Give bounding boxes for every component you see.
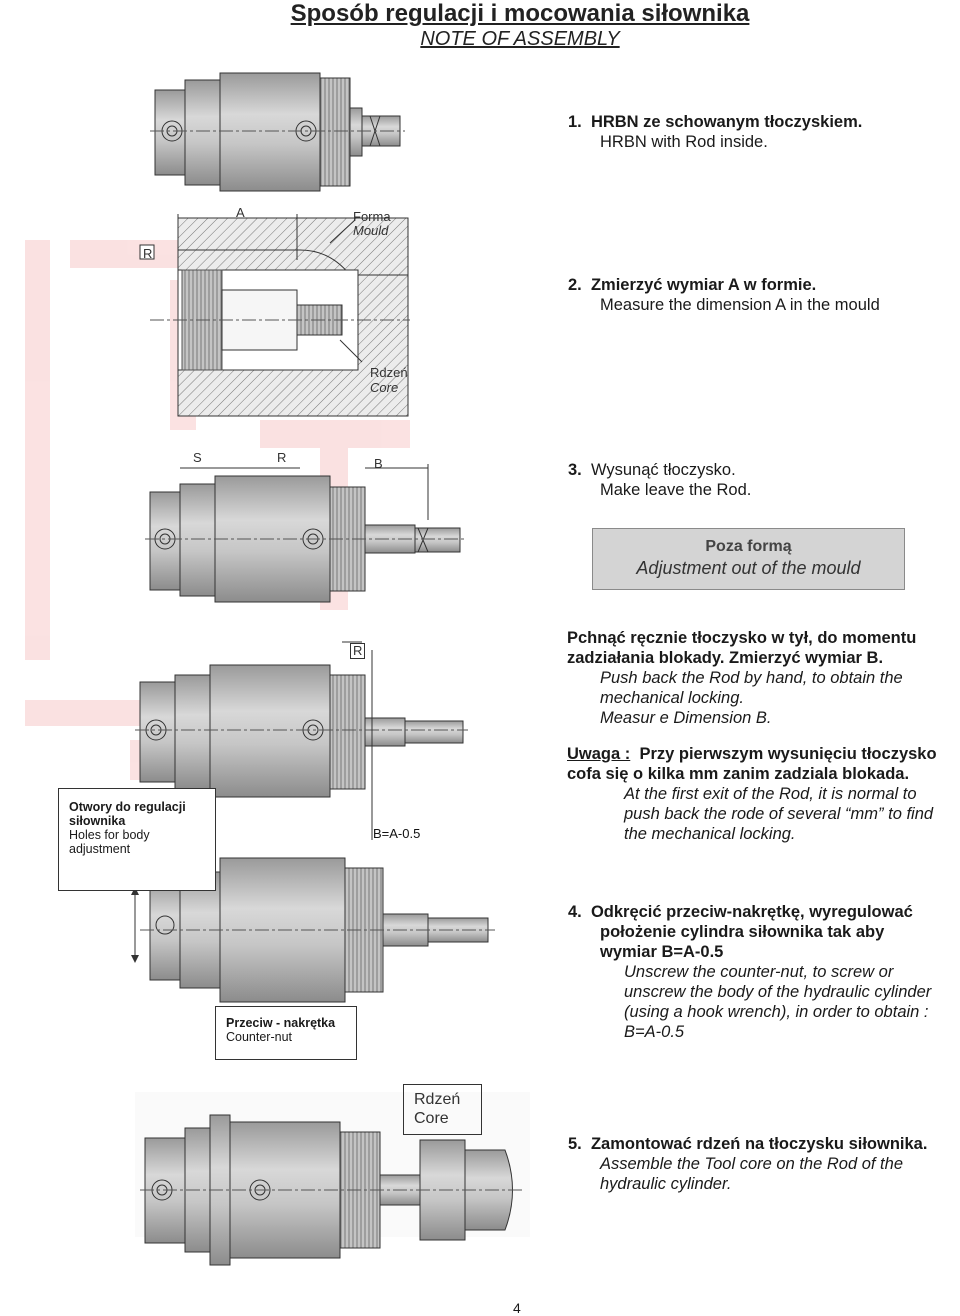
step-text-en-2: hydraulic cylinder.	[600, 1175, 732, 1193]
step-1: 1. HRBN ze schowanym tłoczyskiem. HRBN w…	[568, 112, 862, 152]
step-text-en-4: B=A-0.5	[624, 1023, 685, 1041]
push-text-en-1: Push back the Rod by hand, to obtain the	[600, 669, 903, 687]
step-text-pl: Zmierzyć wymiar A w formie.	[590, 276, 817, 294]
counter-nut-callout: Przeciw - nakrętka Counter-nut	[215, 1006, 357, 1060]
step-text-pl-3: wymiar B=A-0.5	[600, 943, 724, 961]
dim-a-label: A	[236, 205, 245, 220]
dim-b-label: B	[374, 456, 383, 471]
dim-b-equation: B=A-0.5	[373, 826, 421, 841]
adjustment-banner: Poza formą Adjustment out of the mould	[592, 528, 905, 590]
step-3: 3. Wysunąć tłoczysko. Make leave the Rod…	[568, 460, 751, 500]
step-5: 5. Zamontować rdzeń na tłoczysku siłowni…	[568, 1134, 960, 1194]
dim-r-label: R	[143, 246, 153, 261]
note-text-pl-1: Przy pierwszym wysunięciu tłoczysko	[639, 745, 937, 763]
page-number: 4	[513, 1300, 521, 1316]
holes-label-pl-1: Otwory do regulacji	[69, 800, 186, 814]
push-text-en-2: mechanical locking.	[600, 689, 744, 707]
banner-title-en: Adjustment out of the mould	[636, 558, 861, 578]
dim-r-label-3: R	[350, 643, 366, 659]
counter-nut-label-pl: Przeciw - nakrętka	[226, 1016, 336, 1030]
note-text-en-1: At the first exit of the Rod, it is norm…	[624, 785, 917, 803]
push-text-pl-2: zadziałania blokady. Zmierzyć wymiar B.	[567, 649, 884, 667]
step-number: 4.	[568, 903, 582, 921]
step-text-en: Measure the dimension A in the mould	[600, 296, 880, 314]
push-text-pl-1: Pchnąć ręcznie tłoczysko w tył, do momen…	[567, 629, 917, 647]
mould-label-en: Mould	[353, 223, 389, 238]
core-callout-pl: Rdzeń	[414, 1091, 461, 1108]
step-text-pl-1: Odkręcić przeciw-nakrętkę, wyregulować	[590, 903, 913, 921]
core-callout: Rdzeń Core	[403, 1084, 482, 1135]
holes-label-en-1: Holes for body	[69, 828, 150, 842]
step-text-en: Make leave the Rod.	[600, 481, 752, 499]
holes-label-en-2: adjustment	[69, 842, 131, 856]
step-2: 2. Zmierzyć wymiar A w formie. Measure t…	[568, 275, 880, 315]
step-text-pl: Zamontować rdzeń na tłoczysku siłownika.	[590, 1135, 928, 1153]
holes-callout: Otwory do regulacji siłownika Holes for …	[58, 788, 216, 891]
step-text-pl-2: położenie cylindra siłownika tak aby	[600, 923, 885, 941]
step-number: 5.	[568, 1135, 582, 1153]
mould-section-drawing	[139, 214, 410, 417]
core-label-en: Core	[370, 380, 399, 395]
step-number: 2.	[568, 276, 582, 294]
step-4: 4. Odkręcić przeciw-nakrętkę, wyregulowa…	[568, 902, 960, 1042]
note-text-pl-2: cofa się o kilka mm zanim zadziala bloka…	[567, 765, 910, 783]
cylinder-extended-drawing	[145, 464, 465, 603]
cylinder-with-core-drawing	[135, 1092, 530, 1266]
step-text-pl: HRBN ze schowanym tłoczyskiem.	[590, 113, 863, 131]
step-text-en: HRBN with Rod inside.	[600, 133, 768, 151]
dim-r-label-2: R	[277, 450, 287, 465]
push-instructions: Pchnąć ręcznie tłoczysko w tył, do momen…	[567, 628, 957, 728]
holes-label-pl-2: siłownika	[69, 814, 126, 828]
step-text-en-1: Assemble the Tool core on the Rod of the	[600, 1155, 903, 1173]
note-text-en-2: push back the rode of several “mm” to fi…	[624, 805, 934, 823]
cylinder-counter-nut-drawing	[131, 857, 495, 1003]
step-text-en-3: (using a hook wrench), in order to obtai…	[624, 1003, 929, 1021]
counter-nut-label-en: Counter-nut	[226, 1030, 293, 1044]
step-text-en-1: Unscrew the counter-nut, to screw or	[624, 963, 894, 981]
page-subtitle: NOTE OF ASSEMBLY	[420, 28, 620, 50]
dim-s-label: S	[193, 450, 202, 465]
step-number: 3.	[568, 461, 582, 479]
note-label: Uwaga :	[567, 745, 631, 763]
step-number: 1.	[568, 113, 582, 131]
core-callout-en: Core	[414, 1110, 449, 1127]
banner-title-pl: Poza formą	[705, 538, 792, 555]
cylinder-retracted-drawing	[150, 72, 405, 192]
core-label-pl: Rdzeń	[370, 365, 408, 380]
push-text-en-3: Measur e Dimension B.	[600, 709, 772, 727]
note-text-en-3: the mechanical locking.	[624, 825, 796, 843]
step-text-pl: Wysunąć tłoczysko.	[590, 461, 736, 479]
page-title: Sposób regulacji i mocowania siłownika	[290, 0, 750, 27]
cylinder-pushed-drawing	[135, 641, 468, 840]
step-text-en-2: unscrew the body of the hydraulic cylind…	[624, 983, 932, 1001]
note-block: Uwaga : Przy pierwszym wysunięciu tłoczy…	[567, 744, 960, 844]
mould-label-pl: Forma	[353, 209, 391, 224]
